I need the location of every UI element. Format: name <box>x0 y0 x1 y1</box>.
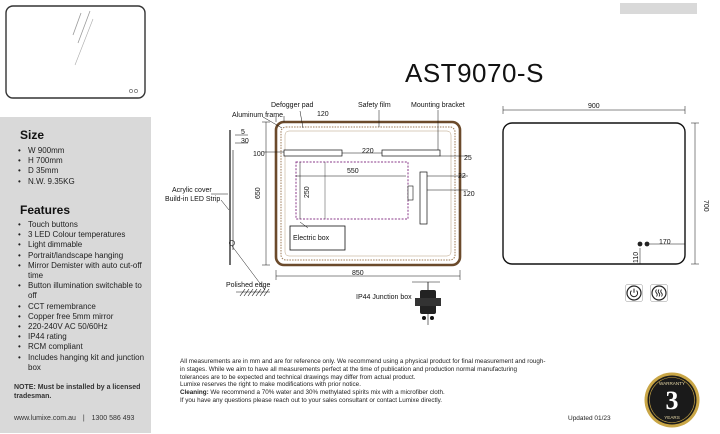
disclaimer-line: All measurements are in mm and are for r… <box>180 358 546 365</box>
feature-item: 220-240V AC 50/60Hz <box>16 322 146 332</box>
dim-700: 700 <box>702 200 709 212</box>
feature-item: CCT remembrance <box>16 302 146 312</box>
size-item: N.W. 9.35KG <box>16 177 148 187</box>
dim-550: 550 <box>347 168 359 175</box>
dim-900: 900 <box>588 103 600 110</box>
feature-item: Touch buttons <box>16 220 146 230</box>
contact-line: www.lumixe.com.au | 1300 586 493 <box>14 415 134 422</box>
dim-170: 170 <box>659 239 671 246</box>
label-electric-box: Electric box <box>293 235 330 242</box>
disclaimer-line: in stages. While we aim to have all meas… <box>180 365 518 373</box>
dim-22: 22 <box>458 173 466 180</box>
warranty-badge: WARRANTY 3 YEARS <box>643 371 701 429</box>
label-mounting-bracket: Mounting bracket <box>411 102 465 109</box>
dim-120-right: 120 <box>463 191 475 198</box>
feature-item: Button illumination switchable to off <box>16 281 146 301</box>
dim-30: 30 <box>241 138 249 145</box>
label-polished-edge: Polished edge <box>226 282 270 289</box>
label-junction-box: IP44 Junction box <box>356 294 412 301</box>
dim-25: 25 <box>464 155 472 162</box>
badge-top-text: WARRANTY <box>659 381 685 386</box>
model-title: AST9070-S <box>405 58 544 88</box>
phone-number: 1300 586 493 <box>91 415 135 422</box>
label-defogger-pad: Defogger pad <box>271 102 314 109</box>
dim-850: 850 <box>352 270 364 277</box>
label-acrylic-cover: Acrylic cover <box>172 187 212 194</box>
dim-100: 100 <box>253 151 265 158</box>
badge-bottom-text: YEARS <box>664 415 680 420</box>
dim-5: 5 <box>241 129 245 136</box>
disclaimer-block: All measurements are in mm and are for r… <box>180 358 600 405</box>
size-item: D 35mm <box>16 166 148 176</box>
badge-number: 3 <box>666 386 679 415</box>
feature-item: 3 LED Colour temperatures <box>16 230 146 240</box>
cleaning-text: We recommend a 70% water and 30% methyla… <box>208 389 445 397</box>
size-item: H 700mm <box>16 156 148 166</box>
back-view <box>502 106 699 265</box>
dimension-lines <box>211 110 468 290</box>
dim-650: 650 <box>255 187 262 199</box>
website-link[interactable]: www.lumixe.com.au <box>14 415 76 422</box>
power-icon[interactable] <box>625 284 643 302</box>
spec-sidebar: Size W 900mm H 700mm D 35mm N.W. 9.35KG … <box>0 117 151 433</box>
product-thumbnail <box>5 5 146 99</box>
front-frame <box>274 120 462 267</box>
junction-box <box>415 282 441 325</box>
disclaimer-line: tolerances are to be expected and techni… <box>180 373 416 381</box>
feature-item: Portrait/landscape hanging <box>16 251 146 261</box>
size-item: W 900mm <box>16 146 148 156</box>
dim-120-top: 120 <box>317 111 329 118</box>
side-profile <box>220 130 270 297</box>
dim-250: 250 <box>304 186 311 198</box>
disclaimer-line: Lumixe reserves the right to make modifi… <box>180 381 361 389</box>
disclaimer-line: If you have any questions please reach o… <box>180 396 443 404</box>
feature-item: Includes hanging kit and junction box <box>16 353 146 373</box>
dim-110: 110 <box>633 252 640 263</box>
cleaning-line: Cleaning: We recommend a 70% water and 3… <box>180 389 600 397</box>
features-list: Touch buttons 3 LED Colour temperatures … <box>16 220 146 373</box>
install-note: NOTE: Must be installed by a licensed tr… <box>14 384 141 400</box>
label-aluminum-frame: Aluminum frame <box>232 112 283 119</box>
features-heading: Features <box>20 203 71 217</box>
feature-item: RCM compliant <box>16 342 146 352</box>
feature-item: Copper free 5mm mirror <box>16 312 146 322</box>
size-list: W 900mm H 700mm D 35mm N.W. 9.35KG <box>16 146 148 187</box>
feature-item: IP44 rating <box>16 332 146 342</box>
feature-item: Mirror Demister with auto cut-off time <box>16 261 146 281</box>
header-bar <box>620 3 697 14</box>
technical-drawing: Defogger pad Aluminum frame Safety film … <box>165 102 709 325</box>
label-led-strip: Build-in LED Strip <box>165 196 220 203</box>
feature-item: Light dimmable <box>16 240 146 250</box>
contact-separator: | <box>82 415 85 422</box>
updated-date: Updated 01/23 <box>568 415 611 422</box>
dim-220: 220 <box>362 148 374 155</box>
size-heading: Size <box>20 128 45 142</box>
demister-icon[interactable] <box>650 284 668 302</box>
label-safety-film: Safety film <box>358 102 391 109</box>
cleaning-label: Cleaning: <box>180 389 209 397</box>
